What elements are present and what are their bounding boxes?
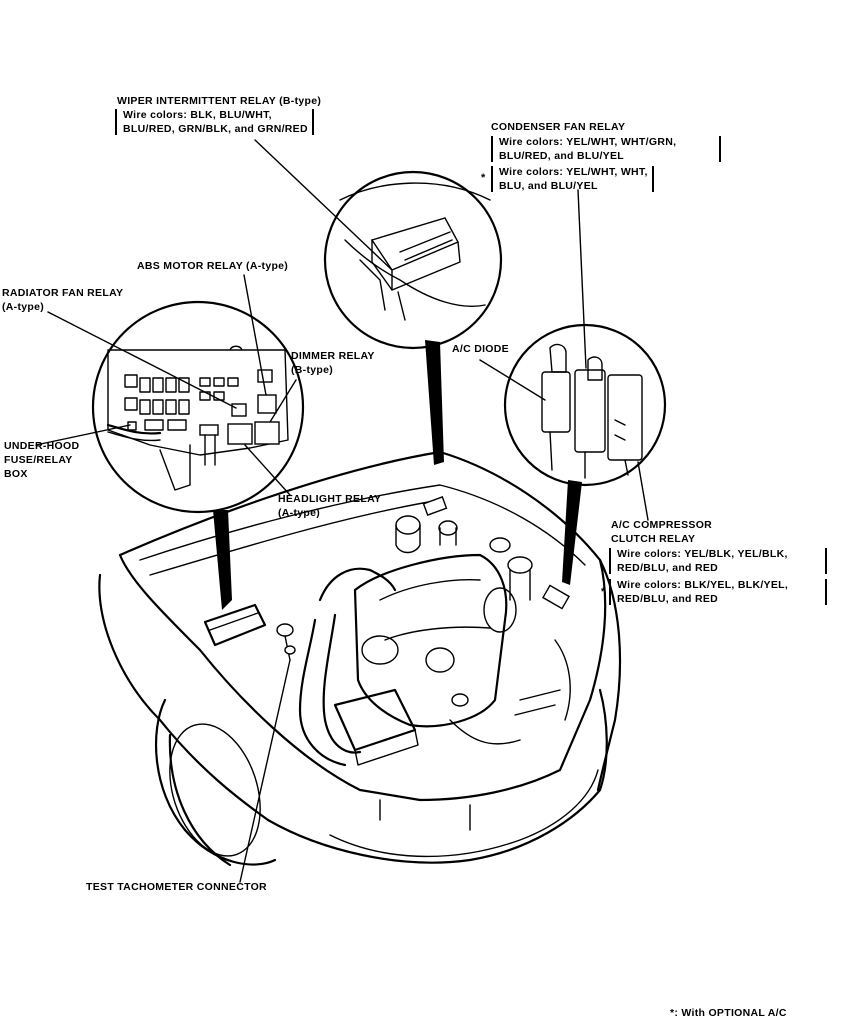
- under-hood-box-label-line1: UNDER-HOOD: [4, 440, 80, 452]
- under-hood-box-label-line3: BOX: [4, 468, 28, 480]
- footnote: *: With OPTIONAL A/C: [670, 1007, 787, 1019]
- condenser-fan-relay-title: CONDENSER FAN RELAY: [491, 121, 626, 133]
- ac-compressor-clutch-relay: [607, 374, 643, 461]
- condenser-fan-optional-marker: *: [481, 172, 486, 184]
- wiper-relay: [370, 217, 459, 271]
- wiper-relay-wire-colors: Wire colors: BLK, BLU/WHT, BLU/RED, GRN/…: [115, 108, 314, 136]
- ac-compressor-wire-colors-line1: Wire colors: YEL/BLK, YEL/BLK,: [617, 548, 788, 560]
- ac-compressor-optional-line2: RED/BLU, and RED: [617, 593, 719, 605]
- wiper-relay-wire-colors-line2: BLU/RED, GRN/BLK, and GRN/RED: [123, 123, 308, 135]
- radiator-fan-relay: [231, 403, 247, 417]
- under-hood-box-label-line2: FUSE/RELAY: [4, 454, 73, 466]
- engine-block: [203, 496, 570, 767]
- dimmer-relay: [254, 421, 280, 445]
- wiper-relay-callout: [323, 170, 503, 465]
- headlight-relay: [227, 423, 253, 445]
- dimmer-relay-label-line1: DIMMER RELAY: [291, 350, 375, 362]
- ac-compressor-relay-title-line2: CLUTCH RELAY: [611, 533, 696, 545]
- radiator-fan-relay-label-line2: (A-type): [2, 301, 45, 313]
- headlight-relay-label-line1: HEADLIGHT RELAY: [278, 493, 382, 505]
- condenser-fan-wire-colors-line2: BLU/RED, and BLU/YEL: [499, 150, 625, 162]
- car-body: [98, 450, 622, 867]
- ac-compressor-optional-line1: Wire colors: BLK/YEL, BLK/YEL,: [617, 579, 789, 591]
- test-tach-connector-label: TEST TACHOMETER CONNECTOR: [86, 881, 267, 893]
- condenser-fan-relay-wire-colors: Wire colors: YEL/WHT, WHT/GRN, BLU/RED, …: [491, 135, 721, 163]
- ac-compressor-optional-marker: *: [601, 586, 606, 598]
- ac-compressor-relay-wire-colors: Wire colors: YEL/BLK, YEL/BLK, RED/BLU, …: [609, 547, 827, 575]
- dimmer-relay-label-line2: (B-type): [291, 364, 334, 376]
- condenser-fan-optional-line1: Wire colors: YEL/WHT, WHT,: [499, 166, 648, 178]
- condenser-fan-optional-line2: BLU, and BLU/YEL: [499, 180, 598, 192]
- abs-motor-relay-label: ABS MOTOR RELAY (A-type): [137, 260, 289, 272]
- headlight-relay-label-line2: (A-type): [278, 507, 321, 519]
- condenser-fan-relay: [574, 369, 606, 453]
- radiator-fan-relay-label-line1: RADIATOR FAN RELAY: [2, 287, 124, 299]
- wiper-relay-title: WIPER INTERMITTENT RELAY (B-type): [117, 95, 322, 107]
- condenser-fan-relay-optional-wire-colors: Wire colors: YEL/WHT, WHT, BLU, and BLU/…: [491, 165, 654, 193]
- fuse-box-callout: [91, 300, 305, 610]
- ac-compressor-relay-title-line1: A/C COMPRESSOR: [611, 519, 713, 531]
- ac-compressor-wire-colors-line2: RED/BLU, and RED: [617, 562, 719, 574]
- fuse-grid: [124, 374, 239, 431]
- wiper-relay-wire-colors-line1: Wire colors: BLK, BLU/WHT,: [123, 109, 272, 121]
- ac-diode-label: A/C DIODE: [452, 343, 509, 355]
- ac-diode: [541, 371, 571, 433]
- ac-relay-callout: [503, 323, 667, 585]
- abs-motor-relay: [257, 394, 277, 414]
- condenser-fan-wire-colors-line1: Wire colors: YEL/WHT, WHT/GRN,: [499, 136, 677, 148]
- ac-compressor-relay-optional-wire-colors: Wire colors: BLK/YEL, BLK/YEL, RED/BLU, …: [609, 578, 827, 606]
- leader-lines: [35, 139, 649, 883]
